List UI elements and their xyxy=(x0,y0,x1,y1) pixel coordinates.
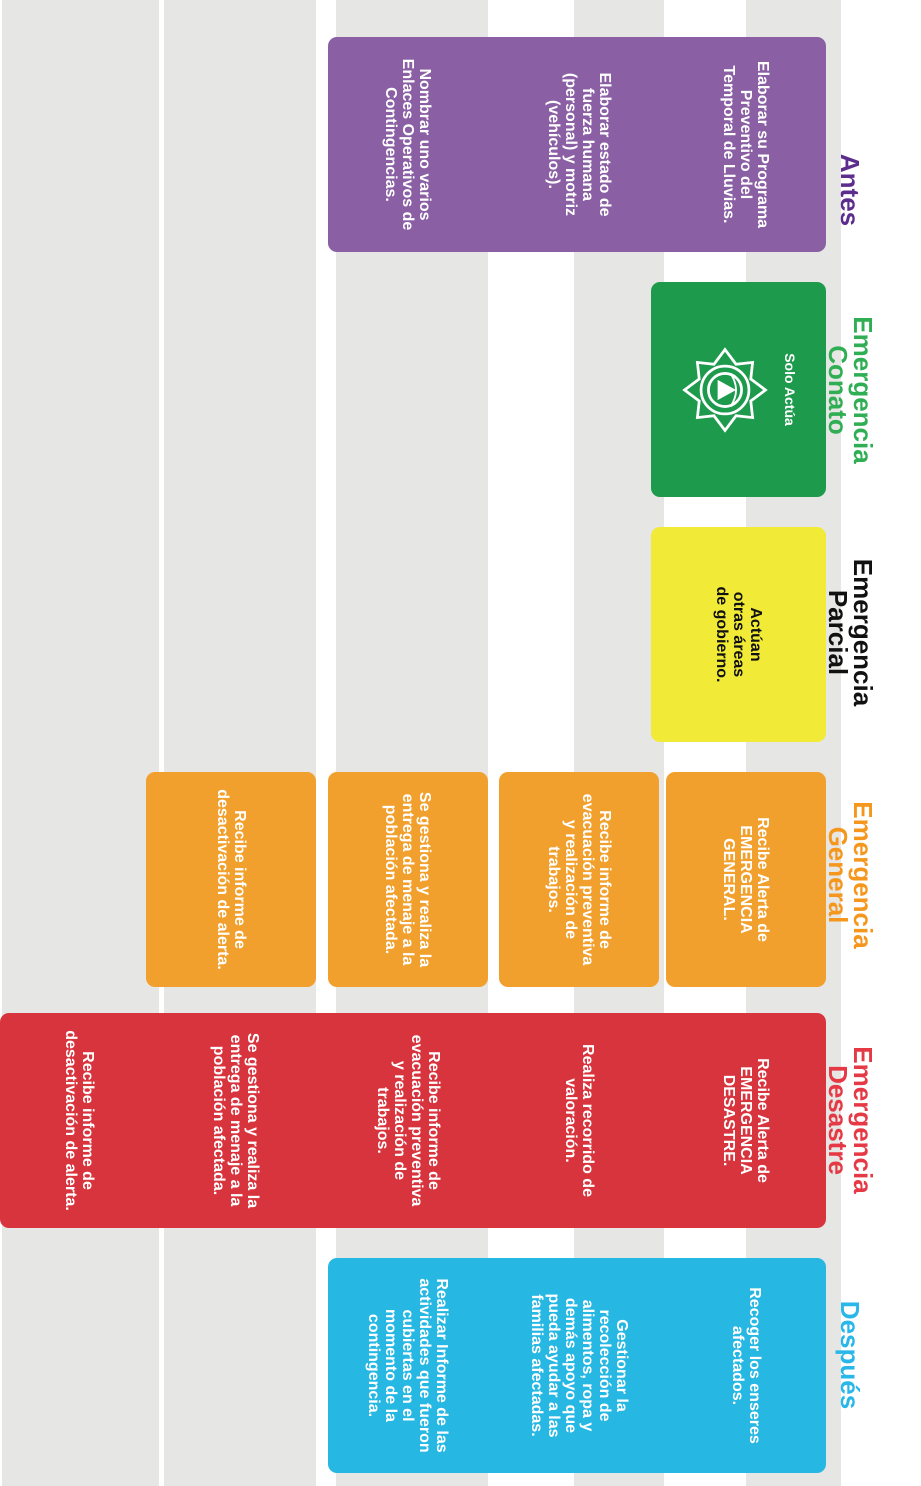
desastre-item: Recibe informe de evacuación preventiva … xyxy=(374,1034,442,1207)
general-item: Recibe Alerta de EMERGENCIA GENERAL. xyxy=(666,772,826,987)
general-item: Recibe informe de evacuación preventiva … xyxy=(499,772,659,987)
row-strip xyxy=(2,0,159,1486)
firefighters-emblem-icon xyxy=(682,346,768,433)
antes-item: Elaborar su Programa Preventivo del Temp… xyxy=(720,60,772,229)
conato-label: Solo Actúa xyxy=(782,353,798,426)
desastre-item: Recibe informe de desactivación de alert… xyxy=(62,1030,97,1211)
desastre-item: Realiza recorrido de valoración. xyxy=(562,1044,596,1197)
parcial-box: Actúan otras áreas de gobierno. xyxy=(651,527,826,742)
despues-item: Recoger los enseres afectados. xyxy=(729,1287,763,1444)
general-item: Recibe informe de desactivación de alert… xyxy=(146,772,316,987)
despues-item: Realizar Informe de las actividades que … xyxy=(365,1278,451,1453)
general-item: Se gestiona y realiza la entrega de mena… xyxy=(328,772,488,987)
antes-item: Nombrar uno varios Enlaces Operativos de… xyxy=(382,58,434,231)
row-strip xyxy=(164,0,316,1486)
desastre-item: Se gestiona y realiza la entrega de mena… xyxy=(210,1032,262,1209)
despues-item: Gestionar la recolección de alimentos, r… xyxy=(528,1293,630,1438)
antes-item: Elaborar estado de fuerza humana (person… xyxy=(545,72,613,217)
desastre-item: Recibe Alerta de EMERGENCIA DESASTRE. xyxy=(720,1058,772,1183)
conato-box: Solo Actúa xyxy=(651,282,826,497)
